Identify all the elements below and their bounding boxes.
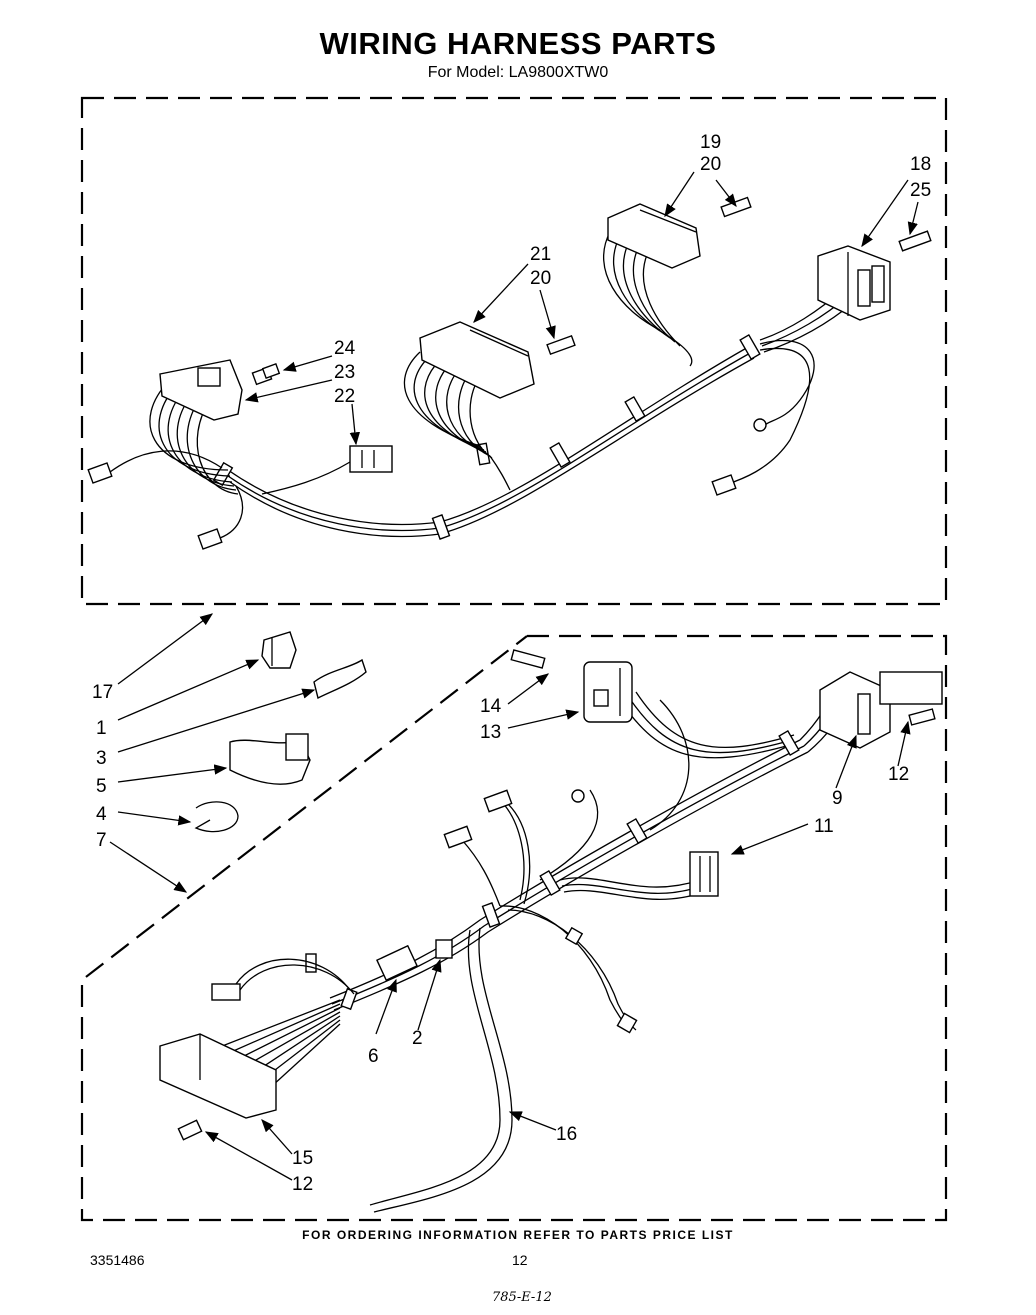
loose-parts xyxy=(194,631,367,833)
callout-3: 3 xyxy=(96,748,107,769)
callout-numbers: 19 20 18 25 21 20 24 23 22 17 1 3 5 4 7 … xyxy=(92,132,931,1195)
callout-23: 23 xyxy=(334,362,355,383)
page-number: 12 xyxy=(512,1252,528,1268)
callout-12-left: 12 xyxy=(292,1174,313,1195)
callout-25: 25 xyxy=(910,180,931,201)
callout-16: 16 xyxy=(556,1124,577,1145)
handwritten-note: 785-E-12 xyxy=(492,1290,552,1305)
callout-21: 21 xyxy=(530,244,551,265)
callout-20-top: 20 xyxy=(700,154,721,175)
model-subtitle: For Model: LA9800XTW0 xyxy=(427,64,609,81)
callout-6: 6 xyxy=(368,1046,379,1067)
callout-9: 9 xyxy=(832,788,843,809)
callout-11: 11 xyxy=(814,816,834,837)
callout-5: 5 xyxy=(96,776,107,797)
upper-right-connector-19 xyxy=(603,196,752,367)
callout-19: 19 xyxy=(700,132,721,153)
callout-20-mid: 20 xyxy=(530,268,551,289)
lower-harness-frame xyxy=(80,634,948,1222)
callout-13: 13 xyxy=(480,722,501,743)
callout-2: 2 xyxy=(412,1028,423,1049)
upper-harness-frame xyxy=(80,96,948,606)
upper-harness-trunk xyxy=(212,289,855,540)
page-title: WIRING HARNESS PARTS xyxy=(319,26,717,61)
upper-left-connector xyxy=(87,359,393,550)
callout-15: 15 xyxy=(292,1148,313,1169)
callout-4: 4 xyxy=(96,804,107,825)
callout-17: 17 xyxy=(92,682,113,703)
callout-24: 24 xyxy=(334,338,356,359)
callout-12-right: 12 xyxy=(888,764,909,785)
callout-1: 1 xyxy=(96,718,107,739)
callout-18: 18 xyxy=(910,154,931,175)
callout-22: 22 xyxy=(334,386,355,407)
upper-right-connector-18 xyxy=(711,230,932,496)
ordering-note: FOR ORDERING INFORMATION REFER TO PARTS … xyxy=(302,1228,734,1242)
upper-middle-connector xyxy=(403,321,576,491)
document-number: 3351486 xyxy=(90,1252,145,1268)
callout-7: 7 xyxy=(96,830,107,851)
callout-14: 14 xyxy=(480,696,502,717)
lower-connectors xyxy=(159,649,943,1141)
lower-harness-trunk xyxy=(211,689,849,1213)
leader-lines xyxy=(109,171,919,1181)
